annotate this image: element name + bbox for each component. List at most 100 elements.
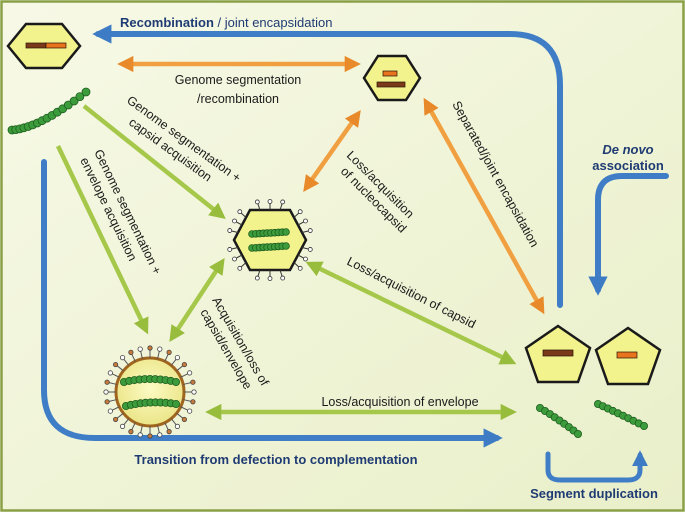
- envelope-spike-head: [187, 408, 193, 414]
- envelope-spike-head: [112, 361, 119, 368]
- envelope-spike: [170, 418, 177, 426]
- envelope-spike-head: [254, 275, 260, 281]
- envelope-spike-head: [157, 346, 163, 352]
- envelope-spike-head: [303, 218, 308, 224]
- envelope-spike-head: [280, 275, 286, 281]
- envelope-spike-head: [267, 199, 273, 204]
- acquisition-capsid-envelope-arrow: [169, 257, 225, 343]
- envelope-spike: [123, 418, 130, 426]
- naked-genome-icon: [7, 87, 91, 135]
- genome-coil-turn: [75, 92, 85, 101]
- loss-capsid-arrow: [305, 261, 517, 365]
- segment-capsid-brown-icon: [524, 324, 592, 384]
- enveloped-capsid-icon: [227, 199, 313, 281]
- envelope-spike-head: [104, 399, 110, 405]
- envelope-spike-head: [174, 354, 181, 361]
- envelope-spike-head: [237, 209, 243, 215]
- genome-seg-envelope-arrow: [55, 145, 149, 335]
- envelope-spike: [240, 262, 247, 268]
- envelope-spike-head: [166, 349, 172, 355]
- envelope-spike: [257, 203, 261, 211]
- envelope-spike: [235, 221, 243, 226]
- de-novo-label-1: De novo: [602, 142, 653, 157]
- segment-duplication-label: Segment duplication: [530, 486, 658, 501]
- genome-coil-turn: [81, 87, 91, 97]
- genome-coil-turn: [282, 242, 290, 250]
- envelope-spike: [116, 365, 124, 372]
- envelope-spike-head: [232, 256, 237, 262]
- envelope-spike: [108, 382, 117, 385]
- envelope-spike-head: [137, 432, 143, 438]
- envelope-spike-head: [191, 389, 197, 395]
- envelope-spike-head: [254, 199, 260, 205]
- envelope-spike-head: [237, 265, 243, 271]
- envelope-spike-head: [166, 429, 172, 435]
- envelope-spike-head: [227, 228, 233, 233]
- envelope-spike-head: [280, 199, 286, 205]
- transition-arrow: [41, 159, 503, 448]
- envelope-spike-head: [174, 423, 181, 430]
- envelope-spike: [235, 254, 243, 259]
- envelope-spike: [157, 425, 160, 434]
- loss-envelope-label: Loss/acquisition of envelope: [321, 395, 478, 409]
- envelope-spike-head: [107, 370, 113, 376]
- envelope-spike-head: [103, 389, 109, 395]
- envelope-spike: [240, 212, 247, 218]
- segment-duplication-arrow: [545, 450, 649, 483]
- envelope-spike: [111, 406, 120, 411]
- de-novo-label-2: association: [592, 158, 664, 173]
- envelope-spike-head: [232, 218, 237, 224]
- envelope-spike-head: [147, 433, 153, 439]
- envelope-spike-head: [181, 416, 188, 423]
- envelope-spike-head: [187, 370, 193, 376]
- genome-coil-turn: [574, 429, 583, 438]
- envelope-spike-head: [267, 276, 273, 281]
- genome-coil-turn: [640, 421, 649, 430]
- genome-seg-capsid-arrow: [82, 104, 226, 220]
- envelope-spike: [164, 353, 169, 362]
- separated-joint-encapsidation-arrow: [423, 97, 545, 315]
- genome-coil-turn: [69, 96, 79, 106]
- envelope-spike-head: [190, 399, 196, 405]
- envelope-spike-head: [227, 247, 233, 252]
- envelope-spike: [293, 212, 300, 218]
- envelope-spike: [108, 399, 117, 402]
- envelope-spike-head: [119, 354, 126, 361]
- envelope-spike: [297, 254, 305, 259]
- envelope-spike: [164, 422, 169, 431]
- envelope-spike: [231, 247, 239, 250]
- recombination-arrow: [92, 24, 563, 308]
- segment-capsid-orange-icon: [594, 326, 662, 386]
- envelope-spike: [301, 247, 309, 250]
- envelope-spike-head: [157, 432, 163, 438]
- envelope-spike: [111, 373, 120, 378]
- envelope-spike: [131, 422, 136, 431]
- envelope-spike: [140, 350, 143, 359]
- envelope-spike-head: [119, 423, 126, 430]
- envelope-spike: [170, 358, 177, 366]
- envelope-spike-head: [128, 429, 134, 435]
- joint-capsid-icon: [6, 22, 82, 70]
- de-novo-arrow: [588, 173, 669, 296]
- envelope-spike-head: [112, 416, 119, 423]
- envelope-spike-head: [307, 247, 313, 252]
- recombination-label: Recombination / joint encapsidation: [120, 15, 332, 30]
- envelope-spike-head: [303, 256, 308, 262]
- envelope-spike: [257, 269, 261, 277]
- envelope-spike: [279, 203, 283, 211]
- envelope-spike: [131, 353, 136, 362]
- genome-coil-turn: [171, 377, 180, 386]
- envelope-spike: [183, 399, 192, 402]
- envelope-spike: [140, 425, 143, 434]
- transition-label: Transition from defection to complementa…: [134, 452, 417, 467]
- envelope-spike-head: [147, 345, 153, 351]
- enveloped-nucleocapsid-icon: [103, 345, 197, 439]
- genome-coil-turn: [282, 228, 290, 236]
- envelope-spike: [183, 382, 192, 385]
- envelope-spike-head: [137, 346, 143, 352]
- envelope-spike: [180, 406, 189, 411]
- genome-seg-recomb-label-2: /recombination: [197, 92, 279, 106]
- envelope-spike: [293, 262, 300, 268]
- envelope-spike-head: [104, 379, 110, 385]
